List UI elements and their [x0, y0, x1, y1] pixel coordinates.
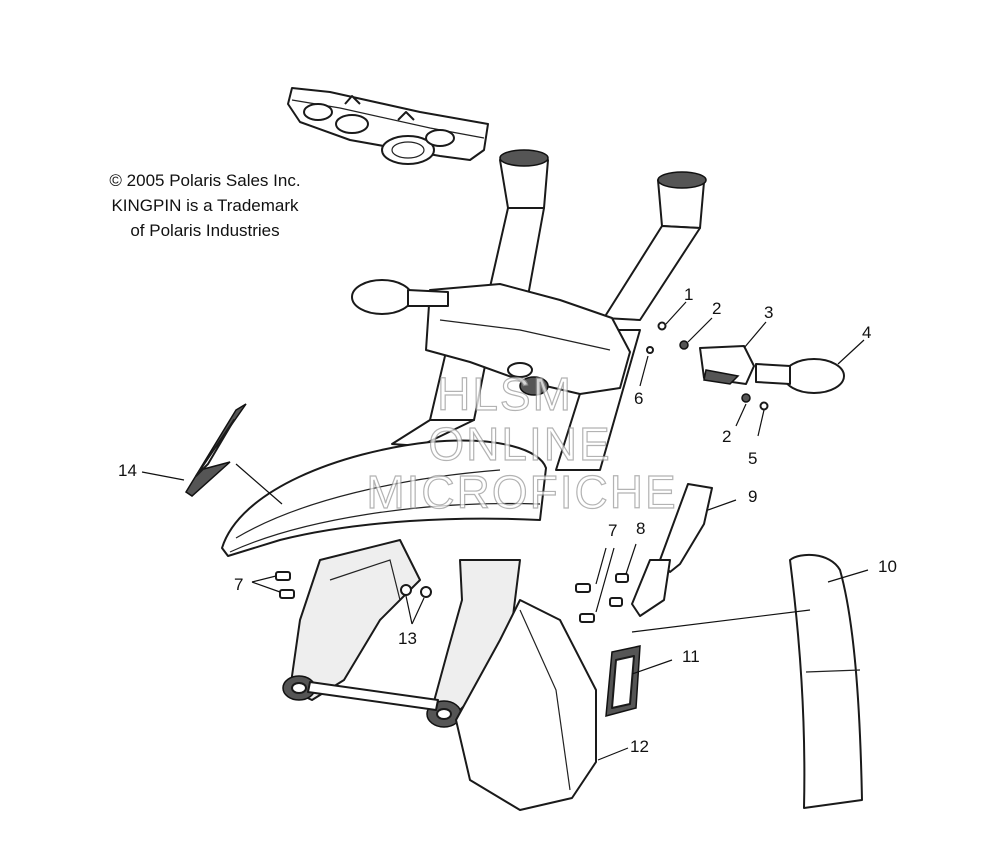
fender-bracket [631, 483, 713, 617]
callout-3: 3 [764, 303, 773, 322]
callouts: 1 2 3 4 6 2 5 9 14 7 8 7 13 10 11 12 [118, 285, 897, 756]
owner-line: of Polaris Industries [130, 221, 280, 240]
copyright-line: © 2005 Polaris Sales Inc. [109, 171, 301, 190]
callout-11: 11 [682, 647, 700, 666]
front-fender [221, 439, 547, 557]
trademark-line: KINGPIN is a Trademark [111, 196, 299, 215]
callout-9: 9 [748, 487, 757, 506]
callout-8: 8 [636, 519, 645, 538]
callout-14: 14 [118, 461, 137, 480]
callout-12: 12 [630, 737, 649, 756]
lower-triple-clamp [425, 283, 631, 396]
watermark-line1: HLSM [437, 368, 573, 420]
callout-5: 5 [748, 449, 757, 468]
callout-13: 13 [398, 629, 417, 648]
fender-emblem [184, 403, 247, 497]
front-fender-lower [455, 599, 597, 811]
left-lower-fork-leg [282, 539, 421, 701]
front-axle [307, 681, 439, 711]
watermark-line3: MICROFICHE [366, 466, 677, 518]
fender-tip [789, 553, 863, 809]
callout-2-upper: 2 [712, 299, 721, 318]
turn-signal-assembly [646, 321, 845, 411]
watermark-line2: ONLINE [428, 418, 611, 470]
upper-triple-clamp [287, 87, 489, 165]
reflector [605, 645, 641, 718]
callout-7-right: 7 [608, 521, 617, 540]
callout-10: 10 [878, 557, 897, 576]
fastener-hardware [275, 571, 629, 623]
copyright-notice: © 2005 Polaris Sales Inc. KINGPIN is a T… [60, 168, 350, 243]
watermark: HLSM ONLINE MICROFICHE [366, 367, 677, 518]
leader-lines [141, 301, 869, 761]
callout-1: 1 [684, 285, 693, 304]
callout-4: 4 [862, 323, 871, 342]
callout-6: 6 [634, 389, 643, 408]
callout-2-lower: 2 [722, 427, 731, 446]
left-turn-signal [351, 279, 449, 315]
callout-7-left: 7 [234, 575, 243, 594]
